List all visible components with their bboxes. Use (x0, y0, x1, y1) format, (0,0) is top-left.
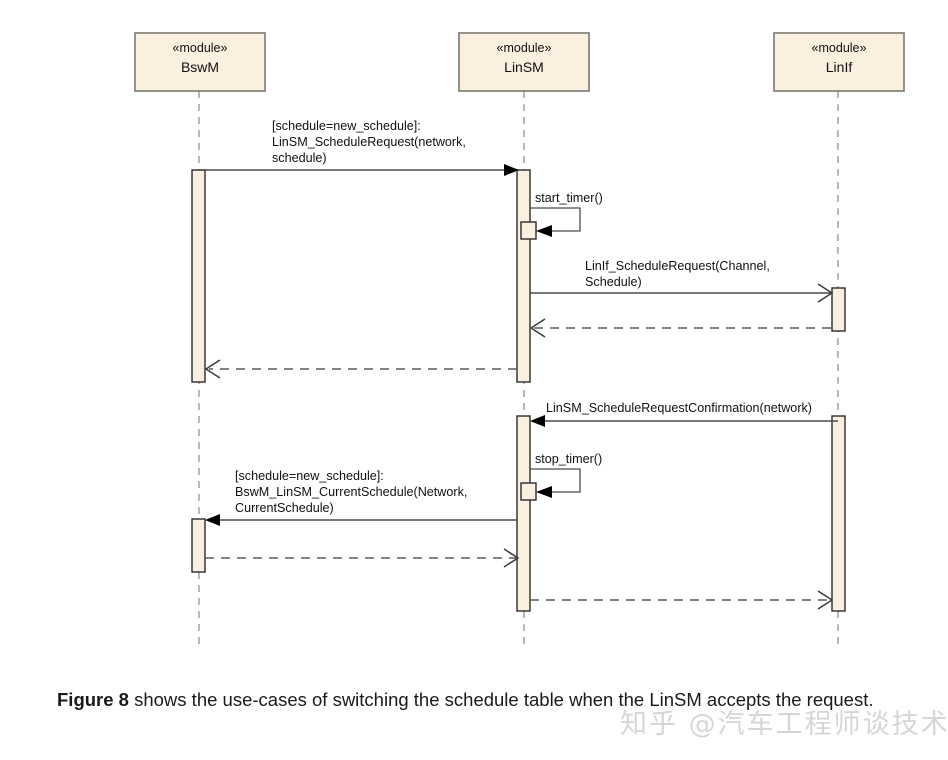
message-3-label2: Schedule) (585, 275, 642, 289)
participant-linif-stereotype: «module» (812, 41, 867, 55)
figure-caption-text: shows the use-cases of switching the sch… (128, 689, 874, 710)
message-bswm-current-schedule[interactable]: [schedule=new_schedule]: BswM_LinSM_Curr… (205, 469, 517, 526)
message-8-label: BswM_LinSM_CurrentSchedule(Network, (235, 485, 467, 499)
message-return-bswm-to-linsm[interactable] (205, 548, 520, 568)
activation-linif-2 (831, 415, 846, 612)
participant-linif-name: LinIf (826, 59, 853, 75)
figure-caption-label: Figure 8 (57, 689, 129, 710)
message-return-linsm-to-linif[interactable] (530, 590, 834, 610)
arrowhead-open-right-2 (503, 548, 520, 568)
activation-linsm-2 (516, 415, 531, 612)
message-2-label: start_timer() (535, 191, 603, 205)
message-1-label: LinSM_ScheduleRequest(network, (272, 135, 466, 149)
arrowhead-filled-left-2 (205, 514, 220, 526)
message-8-guard: [schedule=new_schedule]: (235, 469, 384, 483)
participant-bswm-stereotype: «module» (173, 41, 228, 55)
message-return-linif-to-linsm[interactable] (529, 318, 831, 338)
arrowhead-open-left-2 (204, 359, 221, 379)
activation-linsm-stop-timer (520, 482, 537, 501)
arrowhead-filled-right (504, 164, 519, 176)
message-1-label2: schedule) (272, 151, 327, 165)
participant-linsm-name: LinSM (504, 59, 544, 75)
participant-linsm-stereotype: «module» (497, 41, 552, 55)
figure-caption: Figure 8 shows the use-cases of switchin… (57, 686, 887, 713)
activation-bswm-1 (191, 169, 206, 383)
message-return-linsm-to-bswm[interactable] (204, 359, 517, 379)
participant-linsm[interactable]: «module» LinSM (458, 32, 590, 92)
arrowhead-filled-left-1 (530, 415, 545, 427)
activation-bswm-2 (191, 518, 206, 573)
message-6-label: LinSM_ScheduleRequestConfirmation(networ… (546, 401, 812, 415)
arrowhead-open-left-1 (529, 318, 546, 338)
message-8-label2: CurrentSchedule) (235, 501, 334, 515)
message-start-timer[interactable]: start_timer() (530, 191, 603, 237)
activation-linif-1 (831, 287, 846, 332)
arrowhead-filled-left-self-1 (536, 225, 552, 237)
activation-linsm-start-timer (520, 221, 537, 240)
message-linsm-schedule-request[interactable]: [schedule=new_schedule]: LinSM_ScheduleR… (199, 119, 519, 176)
message-linif-schedule-request[interactable]: LinIf_ScheduleRequest(Channel, Schedule) (530, 259, 834, 303)
message-stop-timer[interactable]: stop_timer() (530, 452, 602, 498)
arrowhead-filled-left-self-2 (536, 486, 552, 498)
message-3-label: LinIf_ScheduleRequest(Channel, (585, 259, 770, 273)
activation-linsm-1 (516, 169, 531, 383)
arrowhead-open-right-3 (817, 590, 834, 610)
message-1-guard: [schedule=new_schedule]: (272, 119, 421, 133)
participant-bswm-name: BswM (181, 59, 219, 75)
message-schedule-request-confirmation[interactable]: LinSM_ScheduleRequestConfirmation(networ… (530, 401, 838, 427)
arrowhead-open-right-1 (817, 283, 834, 303)
message-7-label: stop_timer() (535, 452, 602, 466)
participant-linif[interactable]: «module» LinIf (773, 32, 905, 92)
participant-bswm[interactable]: «module» BswM (134, 32, 266, 92)
